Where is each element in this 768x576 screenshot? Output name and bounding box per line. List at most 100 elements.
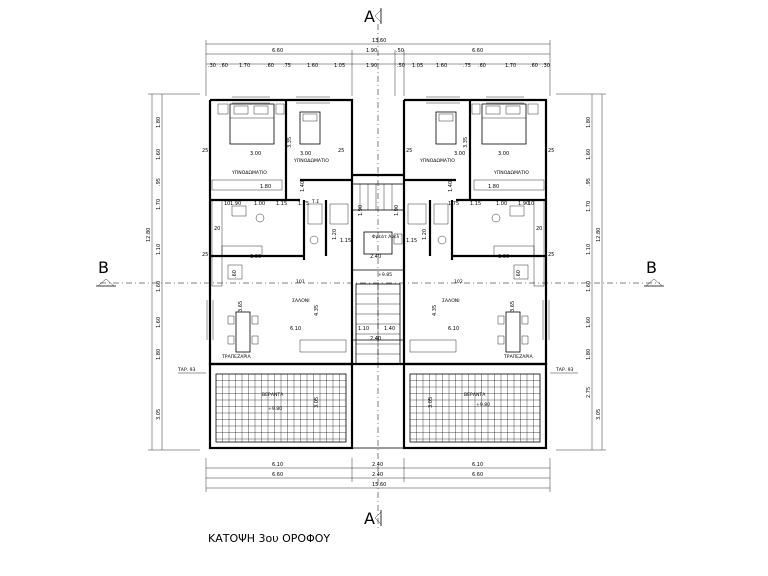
dim-inner-16b: 1.15: [406, 238, 417, 244]
dim-left-8: 3.05: [156, 409, 162, 420]
dim-inner-15b: 1.20: [422, 229, 428, 240]
label-dining-left: ΤΡΑΠΕΖΑΡΙΑ: [221, 354, 251, 360]
veranda-right: [402, 362, 548, 450]
dim-top2-14: .60: [530, 63, 538, 69]
dim-inner-1: 3.00: [300, 151, 311, 157]
dim-inner-9b: 6.10: [448, 326, 459, 332]
dim-bottom-e: 2.40: [372, 472, 383, 478]
dim-bottom-total: 15.60: [372, 482, 386, 488]
dim-left-5: 1.60: [156, 281, 162, 292]
dim-top-total: 13.60: [372, 38, 386, 44]
label-veranda-level-right: +9.80: [476, 402, 490, 408]
dim-top-c: .50: [396, 48, 404, 54]
dim-inner-17: 3.00: [250, 254, 261, 260]
section-marker-b-left: B: [96, 258, 116, 287]
dim-bottom-b: 2.40: [372, 462, 383, 468]
bed-right-single: [435, 111, 457, 145]
dining-table-right: [497, 311, 529, 353]
dim-inner-8: 2.40: [370, 254, 381, 260]
wardrobes-and-counters: [211, 179, 545, 287]
dim-top-b: 1.90: [366, 48, 377, 54]
label-living-left: ΣΑΛΟΝΙ: [292, 298, 310, 304]
dim-inner-21b: 10: [528, 201, 534, 207]
dim-top-a: 6.60: [272, 48, 283, 54]
sofa-left: [299, 339, 347, 353]
dim-inner-17b: 3.00: [498, 254, 509, 260]
dim-left-7: 1.80: [156, 349, 162, 360]
label-ts: Τ.Σ: [311, 199, 319, 205]
dim-inner-19: 25: [202, 148, 208, 154]
dim-inner-22b: .60: [516, 270, 522, 278]
dim-inner-11b: 4.35: [432, 305, 438, 316]
dim-inner-10b: 3.65: [510, 301, 516, 312]
dim-right-3: 1.70: [586, 201, 592, 212]
dim-top2-13: 1.70: [505, 63, 516, 69]
section-marker-b-right: B: [644, 258, 664, 287]
dim-inner-5b: 1.90: [518, 201, 529, 207]
section-letter-b-right: B: [646, 258, 657, 277]
dim-right-7: 1.80: [586, 349, 592, 360]
dim-right-9: 3.05: [596, 409, 602, 420]
right-dimension-chain: 12.80 1.80 1.60 .95 1.70 1.10 1.60 1.60 …: [556, 93, 606, 451]
label-flat-102: 102: [454, 279, 463, 285]
dim-inner-0: 3.00: [250, 151, 261, 157]
dim-bottom-c: 6.10: [472, 462, 483, 468]
dim-right-2: .95: [586, 178, 592, 186]
dim-inner-13: 1.10: [358, 326, 369, 332]
dim-inner-0b: 3.00: [498, 151, 509, 157]
dim-inner-22: .60: [232, 270, 238, 278]
central-void: [351, 363, 405, 449]
dim-right-0: 1.80: [586, 117, 592, 128]
dim-inner-24b: 1.80: [488, 184, 499, 190]
dim-inner-21: 10: [224, 201, 230, 207]
dim-right-total: 12.80: [596, 228, 602, 242]
veranda-tile-hatch-right: [410, 374, 540, 442]
dim-bottom-f: 6.60: [472, 472, 483, 478]
dim-top2-7: 1.90: [366, 63, 377, 69]
dim-left-2: .95: [156, 178, 162, 186]
bed-left: [217, 103, 285, 145]
section-letter-a-top: A: [364, 7, 375, 26]
dim-inner-15: 1.20: [332, 229, 338, 240]
top-dimension-chain: 13.60 6.60 1.90 .50 6.60 .30 .60 1.70 .6…: [205, 38, 551, 96]
dim-left-4: 1.10: [156, 244, 162, 255]
label-living-right: ΣΑΛΟΝΙ: [442, 298, 460, 304]
dim-inner-14: 1.40: [384, 326, 395, 332]
dim-inner-8b: 2.40: [370, 336, 381, 342]
label-tap-left: ΤΑΡ. 93: [177, 367, 196, 373]
dim-inner-3: 3.35: [463, 137, 469, 148]
dim-inner-7: 1.15: [276, 201, 287, 207]
inner-dimensions: 3.00 3.00 3.00 3.00 3.35 3.35 1.75 1.75 …: [202, 137, 554, 408]
dim-left-0: 1.80: [156, 117, 162, 128]
section-letter-b-left: B: [98, 258, 109, 277]
dim-top2-8: .50: [397, 63, 405, 69]
dim-right-5: 1.60: [586, 281, 592, 292]
dim-inner-7b: 1.15: [470, 201, 481, 207]
label-stair-level: +9.85: [378, 272, 392, 278]
dim-left-total: 12.80: [146, 228, 152, 242]
dim-inner-20: 20: [214, 226, 220, 232]
dim-inner-19d: 25: [548, 252, 554, 258]
bottom-dimension-chain: 6.10 2.40 6.10 6.60 2.40 6.60 15.60: [205, 458, 551, 492]
sofa-right: [409, 339, 457, 353]
window-openings: [206, 96, 550, 340]
dim-inner-18b: 1.90: [394, 205, 400, 216]
label-lift: Φρεάτ Ανελ: [372, 233, 399, 240]
dim-bottom-a: 6.10: [272, 462, 283, 468]
dim-inner-20b: 20: [536, 226, 542, 232]
dim-inner-2: 3.35: [287, 137, 293, 148]
section-letter-a-bottom: A: [364, 509, 375, 528]
dim-inner-4b: 1.75: [448, 201, 459, 207]
dim-inner-19c: 25: [202, 252, 208, 258]
dim-top2-9: 1.05: [412, 63, 423, 69]
dim-top2-15: .30: [542, 63, 550, 69]
dim-top2-11: .75: [463, 63, 471, 69]
dim-top2-4: .75: [283, 63, 291, 69]
veranda-left: [208, 362, 354, 450]
section-marker-a-bottom: A: [364, 509, 382, 528]
dim-inner-16: 1.15: [340, 238, 351, 244]
label-bedroom-right-2: ΥΠΝΟΔΩΜΑΤΙΟ: [493, 170, 529, 176]
dim-left-3: 1.70: [156, 199, 162, 210]
dim-top2-2: 1.70: [239, 63, 250, 69]
dim-inner-19e: 25: [338, 148, 344, 154]
